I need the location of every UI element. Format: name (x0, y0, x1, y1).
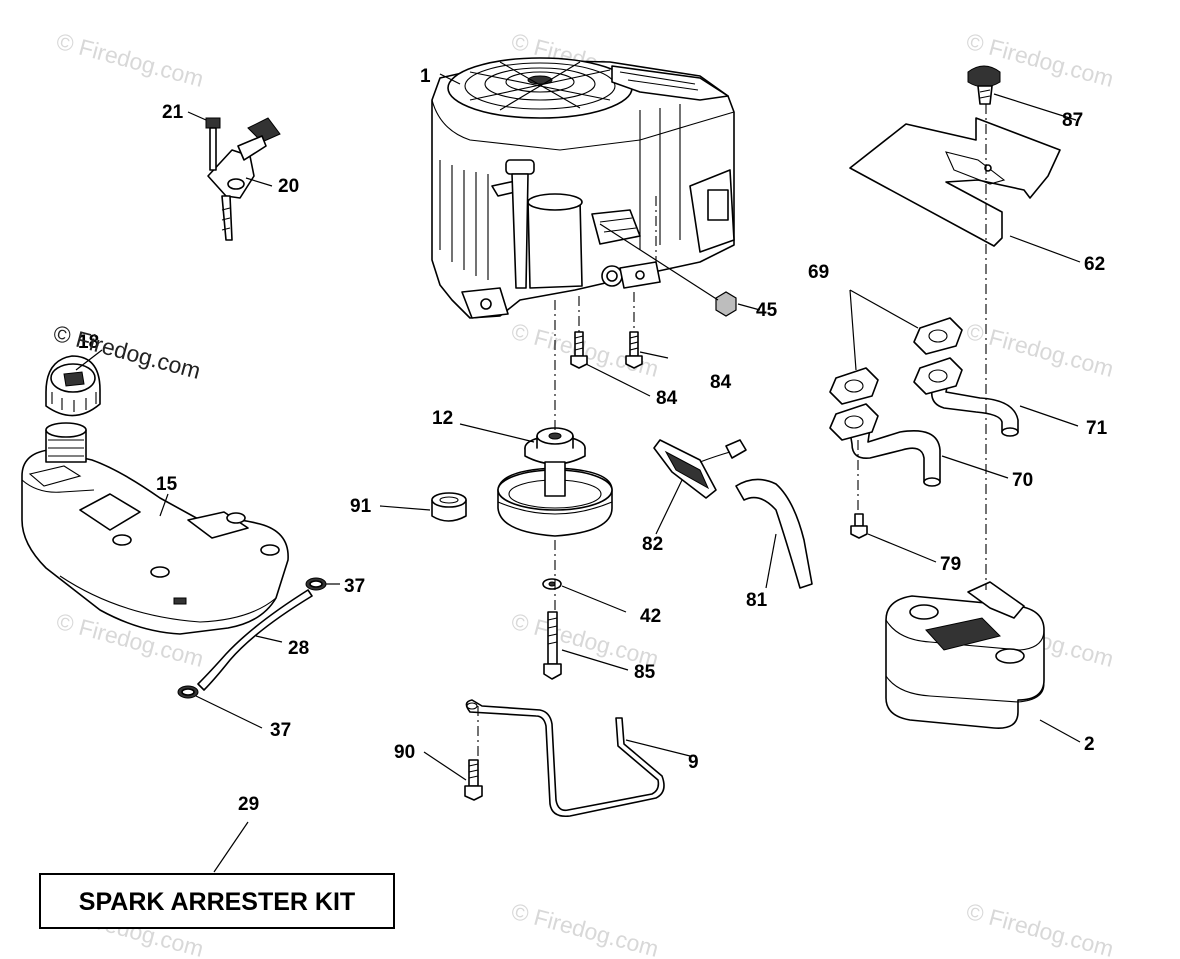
engine[interactable] (431, 57, 735, 319)
callout-15: 15 (156, 474, 178, 495)
fuel-line[interactable] (197, 589, 313, 691)
callout-29: 29 (238, 794, 259, 815)
bracket-bolt[interactable] (205, 117, 221, 171)
nut[interactable] (715, 291, 737, 317)
callout-18: 18 (78, 332, 99, 353)
rod-bolt[interactable] (464, 759, 483, 801)
callout-70: 70 (1012, 470, 1033, 491)
callout-2: 2 (1084, 734, 1095, 755)
fuel-cap[interactable] (45, 355, 101, 417)
exhaust-pipe[interactable] (847, 413, 941, 483)
callout-62: 62 (1084, 254, 1105, 275)
callout-90: 90 (394, 742, 415, 763)
callout-84: 84 (710, 372, 732, 393)
muffler-screw[interactable] (850, 513, 868, 539)
callout-84: 84 (656, 388, 678, 409)
control-rod[interactable] (465, 699, 665, 818)
callout-81: 81 (746, 590, 768, 611)
callout-42: 42 (640, 606, 661, 627)
callout-79: 79 (940, 554, 961, 575)
watermark: © Firedog.com (964, 898, 1117, 959)
callout-45: 45 (756, 300, 778, 321)
engine-mount-bolt[interactable] (570, 331, 588, 369)
callout-numbers: 1 21 20 18 15 12 91 45 84 84 62 69 71 70… (78, 66, 1108, 815)
callout-69: 69 (808, 262, 829, 283)
engine-pulley[interactable] (497, 427, 613, 537)
pulley-bolt[interactable] (543, 611, 562, 680)
washer[interactable] (542, 578, 562, 590)
engine-mount-bolt[interactable] (625, 331, 643, 369)
callout-28: 28 (288, 638, 309, 659)
leader-lines (75, 73, 1081, 873)
exhaust-gasket[interactable] (829, 367, 879, 405)
spark-arrester-kit-box[interactable]: SPARK ARRESTER KIT (39, 873, 395, 929)
spark-arrester-kit-label: SPARK ARRESTER KIT (79, 888, 355, 916)
muffler[interactable] (885, 581, 1045, 729)
heat-shield[interactable] (849, 117, 1061, 247)
callout-21: 21 (162, 102, 184, 123)
callout-20: 20 (278, 176, 299, 197)
exhaust-gasket[interactable] (913, 317, 963, 355)
throttle-bracket[interactable] (207, 117, 281, 241)
callout-71: 71 (1086, 418, 1108, 439)
callout-82: 82 (642, 534, 663, 555)
hose-clamp[interactable] (177, 685, 199, 699)
callout-1: 1 (420, 66, 431, 87)
fuel-tank[interactable] (21, 422, 289, 635)
watermark: © Firedog.com (964, 318, 1117, 382)
callout-87: 87 (1062, 110, 1083, 131)
fuel-filter[interactable] (653, 439, 747, 499)
callout-85: 85 (634, 662, 656, 683)
watermark: © Firedog.com (54, 28, 207, 92)
bushing[interactable] (431, 492, 467, 522)
knob-screw[interactable] (967, 65, 1001, 105)
exhaust-pipe[interactable] (927, 361, 1019, 433)
callout-37: 37 (344, 576, 365, 597)
alignment-lines (477, 104, 987, 760)
callout-91: 91 (350, 496, 372, 517)
watermark: © Firedog.com (509, 898, 662, 959)
hose-clamp[interactable] (305, 577, 327, 591)
callout-12: 12 (432, 408, 453, 429)
callout-37: 37 (270, 720, 291, 741)
callout-9: 9 (688, 752, 699, 773)
hose[interactable] (735, 478, 813, 589)
